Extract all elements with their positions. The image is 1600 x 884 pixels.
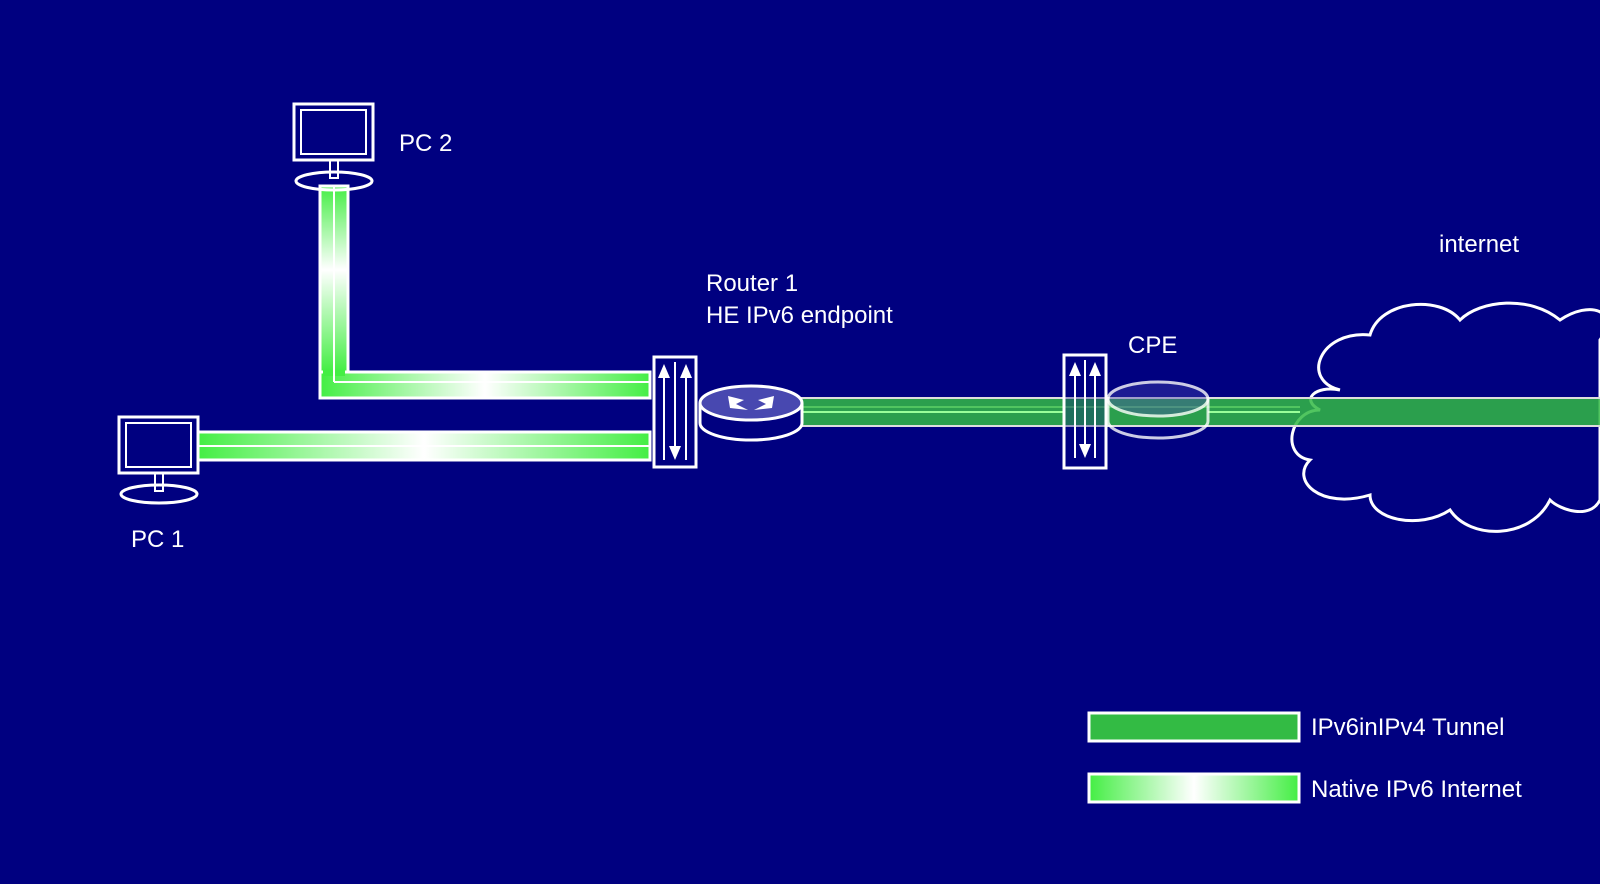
switch-2-icon[interactable] (1062, 353, 1108, 470)
internet-label: internet (1439, 231, 1520, 258)
pc1-computer-icon[interactable] (117, 415, 200, 505)
router1-name-label: Router 1 (706, 270, 799, 297)
router1-role-label: HE IPv6 endpoint (706, 302, 893, 329)
router-1-icon[interactable] (698, 384, 804, 442)
legend-native-label: Native IPv6 Internet (1311, 776, 1522, 803)
legend-tunnel-swatch (1087, 711, 1301, 743)
switch-1-icon[interactable] (652, 355, 698, 469)
cpe-router-icon[interactable] (1106, 380, 1210, 440)
pc2-native-link (318, 184, 652, 400)
cpe-label: CPE (1128, 332, 1178, 359)
pc2-label: PC 2 (399, 130, 453, 157)
legend-tunnel-label: IPv6inIPv4 Tunnel (1311, 714, 1505, 741)
pc1-native-link (196, 430, 652, 462)
legend-native-swatch (1087, 772, 1301, 804)
pc2-computer-icon[interactable] (292, 102, 375, 192)
pc1-label: PC 1 (131, 526, 185, 553)
